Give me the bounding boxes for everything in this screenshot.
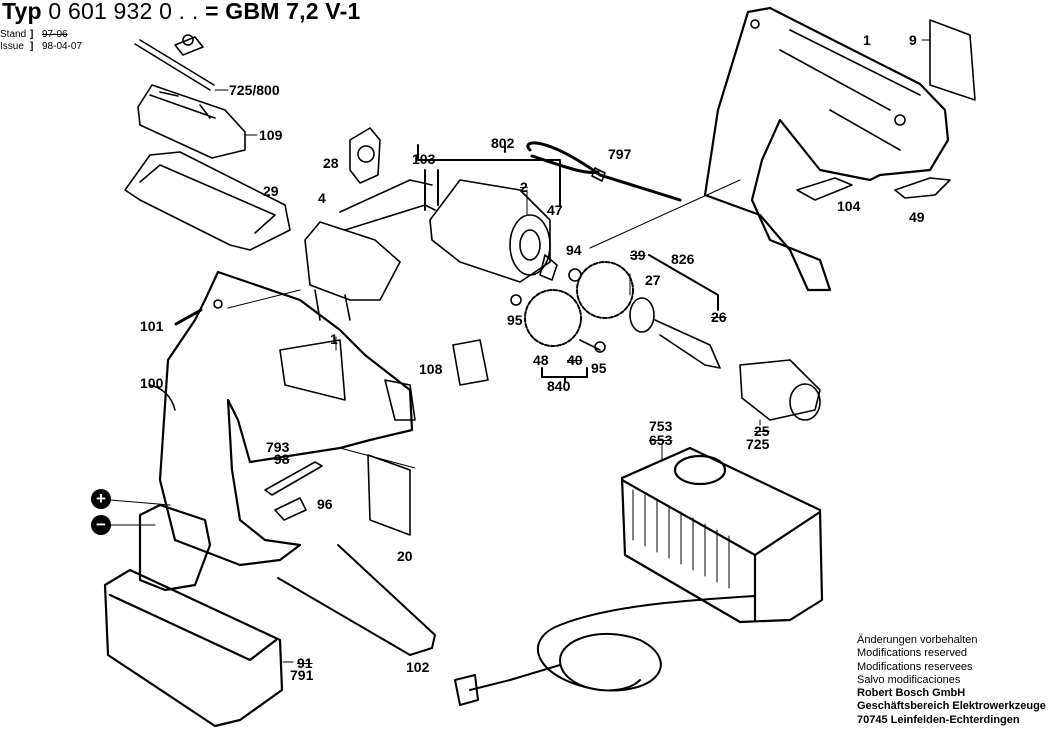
part-label: 103: [412, 151, 436, 167]
part-label: 9: [909, 32, 917, 48]
chuck-key-drawing: [134, 34, 229, 91]
label-plate-drawing: [921, 19, 976, 101]
bearing-holder-drawing: [349, 127, 381, 184]
part-label: 826: [671, 251, 695, 267]
part-label: 101: [140, 318, 164, 334]
power-cord-drawing: [454, 595, 756, 706]
issue-value: 98-04-07: [42, 41, 83, 52]
part-label: 4: [318, 190, 326, 206]
footer-line: Salvo modificaciones: [857, 673, 961, 686]
stand-row: Stand] 97-06: [0, 29, 68, 41]
part-label-struck: 39: [630, 247, 646, 263]
part-label-struck: 25: [754, 423, 770, 439]
cover-plate-drawing: [367, 454, 411, 536]
part-label-struck: 91: [297, 655, 313, 671]
part-label: 725: [746, 436, 770, 452]
minus-terminal-icon: −: [91, 515, 111, 535]
part-label: 29: [263, 183, 279, 199]
type-number: 0 601 932 0 . .: [48, 0, 199, 24]
carbon-brushes-drawing: [339, 144, 561, 231]
part-label-struck: 26: [711, 309, 727, 325]
footer-notice: Änderungen vorbehalten Modifications res…: [857, 634, 1046, 727]
stand-value: 97-06: [42, 29, 68, 40]
part-label: 47: [547, 202, 563, 218]
hand-strap-drawing: [526, 141, 741, 249]
part-label: 793: [266, 439, 290, 455]
motor-drawing: [429, 179, 558, 283]
belt-clip-drawing: [137, 84, 258, 159]
part-label: 104: [837, 198, 861, 214]
drill-housing-drawing: [149, 270, 416, 567]
footer-line: Änderungen vorbehalten: [857, 634, 978, 646]
part-label: 108: [419, 361, 443, 377]
part-label: 48: [533, 352, 549, 368]
part-label: 802: [491, 135, 515, 151]
part-label: 797: [608, 146, 632, 162]
bracket-icon: ]: [30, 41, 34, 52]
battery-pack-drawing: [103, 499, 294, 728]
footer-line: Modifications reservees: [857, 660, 973, 673]
plus-terminal-icon: +: [91, 489, 111, 509]
company-address: 70745 Leinfelden-Echterdingen: [857, 713, 1020, 726]
footer-line: Modifications reserved: [857, 647, 968, 660]
part-label: 28: [323, 155, 339, 171]
stand-label: Stand: [0, 29, 27, 40]
part-label: 1: [330, 331, 338, 347]
issue-label: Issue: [0, 41, 24, 52]
filter-block-drawing: [452, 339, 489, 386]
gears-drawing: [510, 261, 721, 369]
charger-drawing: [620, 444, 824, 624]
part-label: 102: [406, 659, 430, 675]
part-label: 27: [645, 272, 661, 288]
company-division: Geschäftsbereich Elektrowerkzeuge: [857, 700, 1046, 713]
part-label: 725/800: [229, 82, 280, 98]
equals-sign: =: [205, 0, 219, 24]
part-label: 1: [863, 32, 871, 48]
part-label-struck: 40: [567, 352, 583, 368]
part-label: 94: [566, 242, 582, 258]
switch-board-drawing: [796, 177, 853, 201]
part-label: 95: [591, 360, 607, 376]
model-name: GBM 7,2 V-1: [225, 0, 361, 24]
diagram-title: Typ 0 601 932 0 . . = GBM 7,2 V-1: [2, 0, 360, 25]
part-label: 791: [290, 667, 314, 683]
part-label: 840: [547, 378, 571, 394]
part-label: 20: [397, 548, 413, 564]
part-label-struck: 653: [649, 432, 673, 448]
bracket-icon: ]: [30, 29, 34, 40]
drill-chuck-drawing: [739, 359, 821, 426]
issue-row: Issue] 98-04-07: [0, 41, 82, 53]
housing-half-drawing: [703, 6, 950, 292]
clip-part-drawing: [894, 177, 951, 199]
bit-holder-drawing: [264, 461, 323, 521]
part-label: 109: [259, 127, 283, 143]
battery-cover-drawing: [124, 151, 291, 251]
part-label: 100: [140, 375, 164, 391]
part-label: 95: [507, 312, 523, 328]
wire-loop-drawing: [277, 544, 436, 656]
type-prefix: Typ: [2, 0, 42, 24]
company-name: Robert Bosch GmbH: [857, 687, 966, 700]
assembly-brackets: [504, 144, 719, 383]
part-label: 753: [649, 418, 673, 434]
switch-drawing: [304, 221, 401, 321]
part-label: 96: [317, 496, 333, 512]
part-label: 49: [909, 209, 925, 225]
part-label-struck: 98: [274, 451, 290, 467]
part-label-struck: 2: [520, 179, 528, 195]
